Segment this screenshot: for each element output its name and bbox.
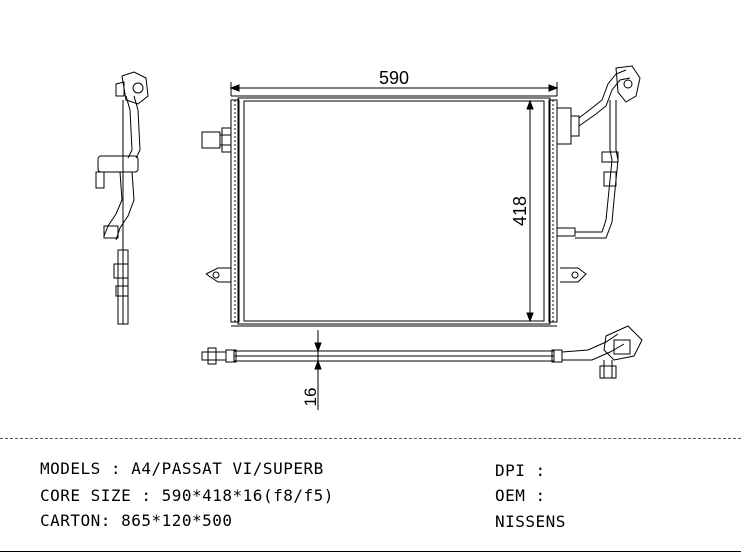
condenser-core-front-view	[201, 65, 641, 327]
oem-row: OEM :	[495, 486, 546, 505]
condenser-side-view	[95, 71, 149, 325]
models-value: A4/PASSAT VI/SUPERB	[131, 459, 324, 478]
core-size-value: 590*418*16(f8/f5)	[161, 486, 334, 505]
dimension-height-label: 418	[510, 196, 530, 226]
oem-label: OEM	[495, 486, 526, 505]
dpi-row: DPI :	[495, 461, 546, 480]
models-row: MODELS : A4/PASSAT VI/SUPERB	[40, 459, 324, 478]
brand-name: NISSENS	[495, 512, 566, 531]
condenser-top-view	[201, 325, 643, 410]
carton-label: CARTON:	[40, 511, 111, 530]
dpi-label: DPI	[495, 461, 526, 480]
bottom-rule	[0, 551, 741, 552]
dimension-width-line	[229, 82, 559, 96]
dimension-width-label: 590	[379, 68, 409, 88]
core-size-label: CORE SIZE	[40, 486, 132, 505]
carton-row: CARTON: 865*120*500	[40, 511, 233, 530]
dimension-height-line	[526, 99, 534, 323]
core-size-row: CORE SIZE : 590*418*16(f8/f5)	[40, 486, 334, 505]
dimension-thickness-label: 16	[301, 388, 320, 407]
section-divider	[0, 438, 741, 439]
models-label: MODELS	[40, 459, 101, 478]
carton-value: 865*120*500	[121, 511, 233, 530]
